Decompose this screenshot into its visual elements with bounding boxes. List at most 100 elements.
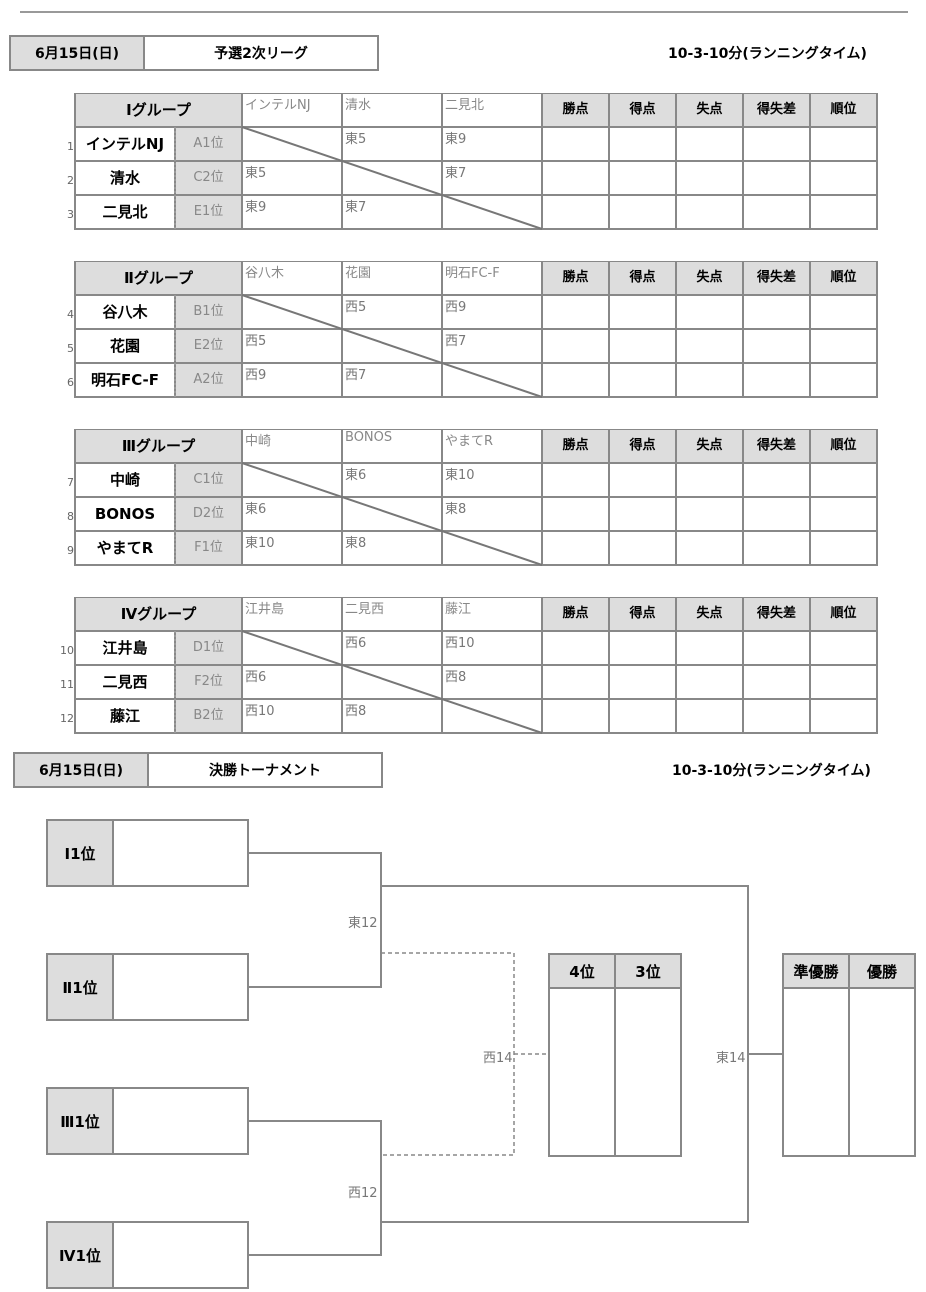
grid-cell [441,597,543,632]
grid-cell [675,362,744,398]
team-number: 10 [60,644,74,657]
self-match-diagonal [241,126,543,230]
match-slot: 東5 [345,132,367,147]
grid-cell [341,194,443,230]
grid-cell [441,429,543,464]
group-grid [74,261,878,398]
grid-cell [174,362,243,398]
grid-cell [809,462,878,498]
fourth-place-box [548,987,616,1157]
opponent-header: 花園 [345,266,372,281]
match-slot: 東6 [245,502,267,517]
fourth-place-label: 4位 [548,953,616,989]
grid-cell [441,160,543,196]
grid-cell [675,194,744,230]
team-number: 7 [67,476,74,489]
match-slot: 西10 [445,636,475,651]
stat-header: 得点 [629,606,656,621]
grid-cell [341,530,443,566]
grid-cell [742,126,811,162]
opponent-header: BONOS [345,430,393,445]
grid-cell [174,496,243,532]
grid-cell [541,362,610,398]
match-slot: 東8 [445,502,467,517]
seed-label-1: Ⅰ1位 [46,819,114,887]
league-time-note: 10-3-10分(ランニングタイム) [668,46,867,62]
team-prelim-rank: A2位 [193,372,224,387]
tournament-time-note: 10-3-10分(ランニングタイム) [672,763,871,779]
match-slot: 西7 [345,368,367,383]
team-number: 9 [67,544,74,557]
grid-cell [608,698,677,734]
match-slot: 西5 [345,300,367,315]
seed-label-2: Ⅱ1位 [46,953,114,1021]
team-prelim-rank: D2位 [192,506,225,521]
grid-cell [675,698,744,734]
self-match-diagonal [241,462,543,566]
grid-cell [675,294,744,330]
stat-header: 勝点 [562,270,589,285]
grid-cell [742,261,811,296]
opponent-header: 谷八木 [245,266,285,281]
seed-box-2 [112,953,249,1021]
grid-cell [241,362,343,398]
stat-header: 勝点 [562,606,589,621]
team-name: インテルNJ [85,135,165,153]
grid-cell [742,664,811,700]
grid-cell [74,698,176,734]
grid-cell [809,530,878,566]
grid-cell [675,496,744,532]
grid-cell [341,630,443,666]
group-title: Ⅱグループ [124,269,193,287]
opponent-header: インテルNJ [245,98,311,113]
seed-label-4: Ⅳ1位 [46,1221,114,1289]
third-match-label: 西14 [483,1051,513,1066]
team-prelim-rank: C1位 [193,472,224,487]
team-name: 二見北 [102,203,148,221]
group-grid [74,93,878,230]
grid-cell [541,126,610,162]
grid-cell [74,597,243,632]
grid-cell [809,362,878,398]
match-slot: 西6 [345,636,367,651]
team-number: 12 [60,712,74,725]
team-number: 5 [67,342,74,355]
team-number: 3 [67,208,74,221]
grid-cell [341,462,443,498]
grid-cell [809,261,878,296]
team-name: 清水 [109,169,140,187]
third-place-label: 3位 [614,953,682,989]
tournament-title: 決勝トーナメント [209,763,321,779]
stat-header: 得点 [629,102,656,117]
team-name: 花園 [109,337,140,355]
self-match-diagonal [241,294,543,398]
match-slot: 東6 [345,468,367,483]
stat-header: 得失差 [756,270,796,285]
match-slot: 東9 [445,132,467,147]
grid-cell [742,698,811,734]
grid-cell [74,496,176,532]
stat-header: 失点 [696,438,723,453]
match-slot: 西5 [245,334,267,349]
grid-cell [541,597,610,632]
grid-cell [809,698,878,734]
opponent-header: 中崎 [245,434,272,449]
group-grid [74,429,878,566]
grid-cell [541,462,610,498]
league-header: 6月15日(日) 予選2次リーグ [9,35,379,71]
grid-cell [541,294,610,330]
grid-cell [809,194,878,230]
third-place-box [614,987,682,1157]
stat-header: 得失差 [756,438,796,453]
stat-header: 得失差 [756,606,796,621]
opponent-header: 二見北 [445,98,485,113]
grid-cell [74,126,176,162]
grid-cell [441,496,543,532]
match-slot: 西9 [245,368,267,383]
group-title: Ⅳグループ [120,605,197,623]
team-prelim-rank: C2位 [193,170,224,185]
team-number: 4 [67,308,74,321]
